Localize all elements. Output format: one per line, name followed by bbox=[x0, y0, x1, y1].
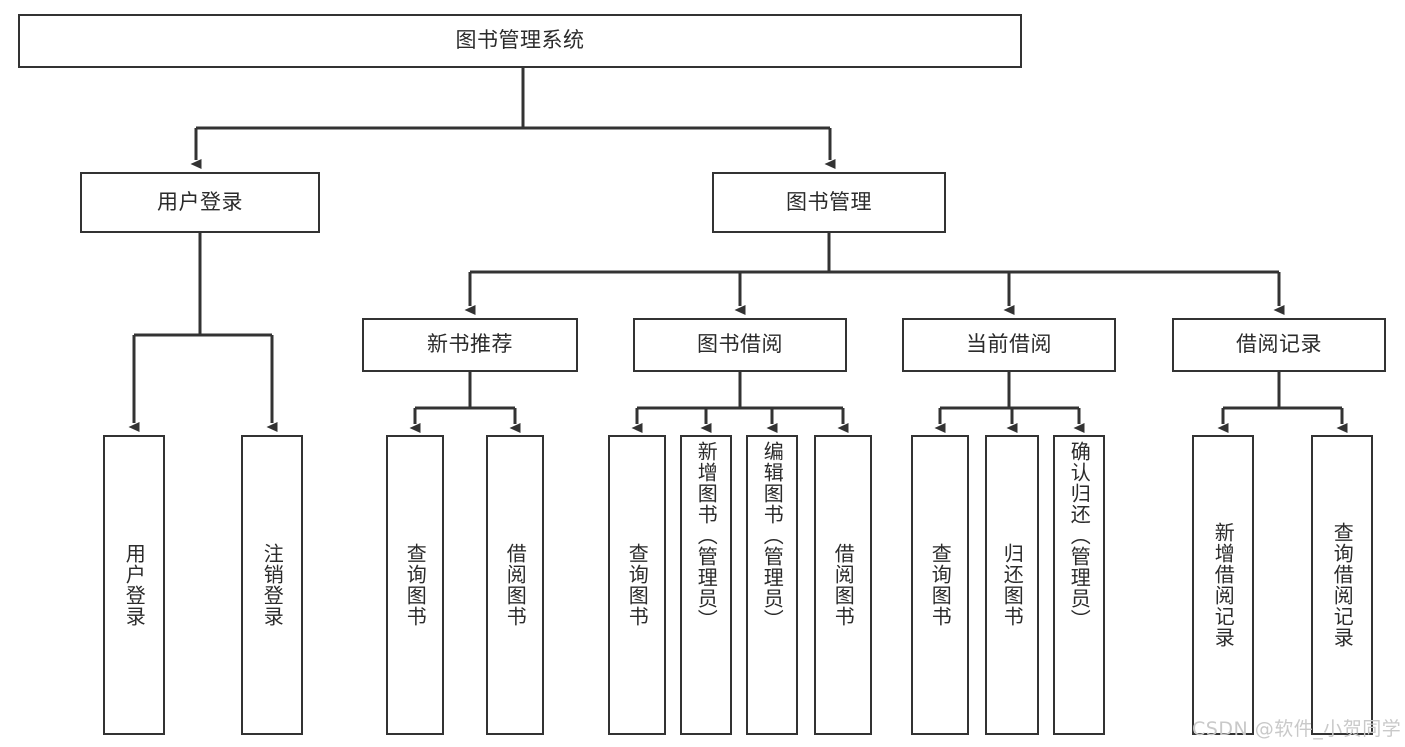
leaf-user-logout[interactable]: 注销登录 bbox=[241, 435, 303, 735]
leaf-current-return-book[interactable]: 归还图书 bbox=[985, 435, 1039, 735]
node-book-management-label: 图书管理 bbox=[786, 189, 872, 214]
leaf-user-login-label: 用户登录 bbox=[122, 543, 147, 627]
leaf-current-confirm-return-admin[interactable]: 确认归还（管理员） bbox=[1053, 435, 1105, 735]
leaf-record-add-label: 新增借阅记录 bbox=[1211, 522, 1236, 648]
leaf-current-query-book[interactable]: 查询图书 bbox=[911, 435, 969, 735]
leaf-user-login[interactable]: 用户登录 bbox=[103, 435, 165, 735]
node-user-login[interactable]: 用户登录 bbox=[80, 172, 320, 233]
leaf-new-book-query-label: 查询图书 bbox=[403, 543, 428, 627]
node-book-borrow-label: 图书借阅 bbox=[697, 332, 783, 357]
node-book-management[interactable]: 图书管理 bbox=[712, 172, 946, 233]
node-root[interactable]: 图书管理系统 bbox=[18, 14, 1022, 68]
node-user-login-label: 用户登录 bbox=[157, 189, 243, 214]
node-new-book-recommend[interactable]: 新书推荐 bbox=[362, 318, 578, 372]
leaf-borrow-borrow-book[interactable]: 借阅图书 bbox=[814, 435, 872, 735]
node-root-label: 图书管理系统 bbox=[455, 28, 585, 53]
leaf-current-return-book-label: 归还图书 bbox=[1000, 543, 1025, 627]
leaf-borrow-edit-book-admin-label: 编辑图书（管理员） bbox=[760, 441, 785, 630]
leaf-new-book-borrow-label: 借阅图书 bbox=[503, 543, 528, 627]
node-new-book-recommend-label: 新书推荐 bbox=[427, 332, 513, 357]
node-borrow-record[interactable]: 借阅记录 bbox=[1172, 318, 1386, 372]
leaf-borrow-borrow-book-label: 借阅图书 bbox=[831, 543, 856, 627]
leaf-borrow-query-book-label: 查询图书 bbox=[625, 543, 650, 627]
leaf-record-query-label: 查询借阅记录 bbox=[1330, 522, 1355, 648]
leaf-borrow-edit-book-admin[interactable]: 编辑图书（管理员） bbox=[746, 435, 798, 735]
leaf-borrow-add-book-admin[interactable]: 新增图书（管理员） bbox=[680, 435, 732, 735]
node-borrow-record-label: 借阅记录 bbox=[1236, 332, 1322, 357]
leaf-borrow-query-book[interactable]: 查询图书 bbox=[608, 435, 666, 735]
watermark-text: CSDN @软件_小贺同学 bbox=[1192, 718, 1402, 740]
leaf-current-query-book-label: 查询图书 bbox=[928, 543, 953, 627]
leaf-user-logout-label: 注销登录 bbox=[260, 543, 285, 627]
leaf-record-add[interactable]: 新增借阅记录 bbox=[1192, 435, 1254, 735]
node-book-borrow[interactable]: 图书借阅 bbox=[633, 318, 847, 372]
node-current-borrow-label: 当前借阅 bbox=[966, 332, 1052, 357]
leaf-record-query[interactable]: 查询借阅记录 bbox=[1311, 435, 1373, 735]
leaf-borrow-add-book-admin-label: 新增图书（管理员） bbox=[694, 441, 719, 630]
leaf-current-confirm-return-admin-label: 确认归还（管理员） bbox=[1067, 441, 1092, 630]
leaf-new-book-query[interactable]: 查询图书 bbox=[386, 435, 444, 735]
node-current-borrow[interactable]: 当前借阅 bbox=[902, 318, 1116, 372]
leaf-new-book-borrow[interactable]: 借阅图书 bbox=[486, 435, 544, 735]
